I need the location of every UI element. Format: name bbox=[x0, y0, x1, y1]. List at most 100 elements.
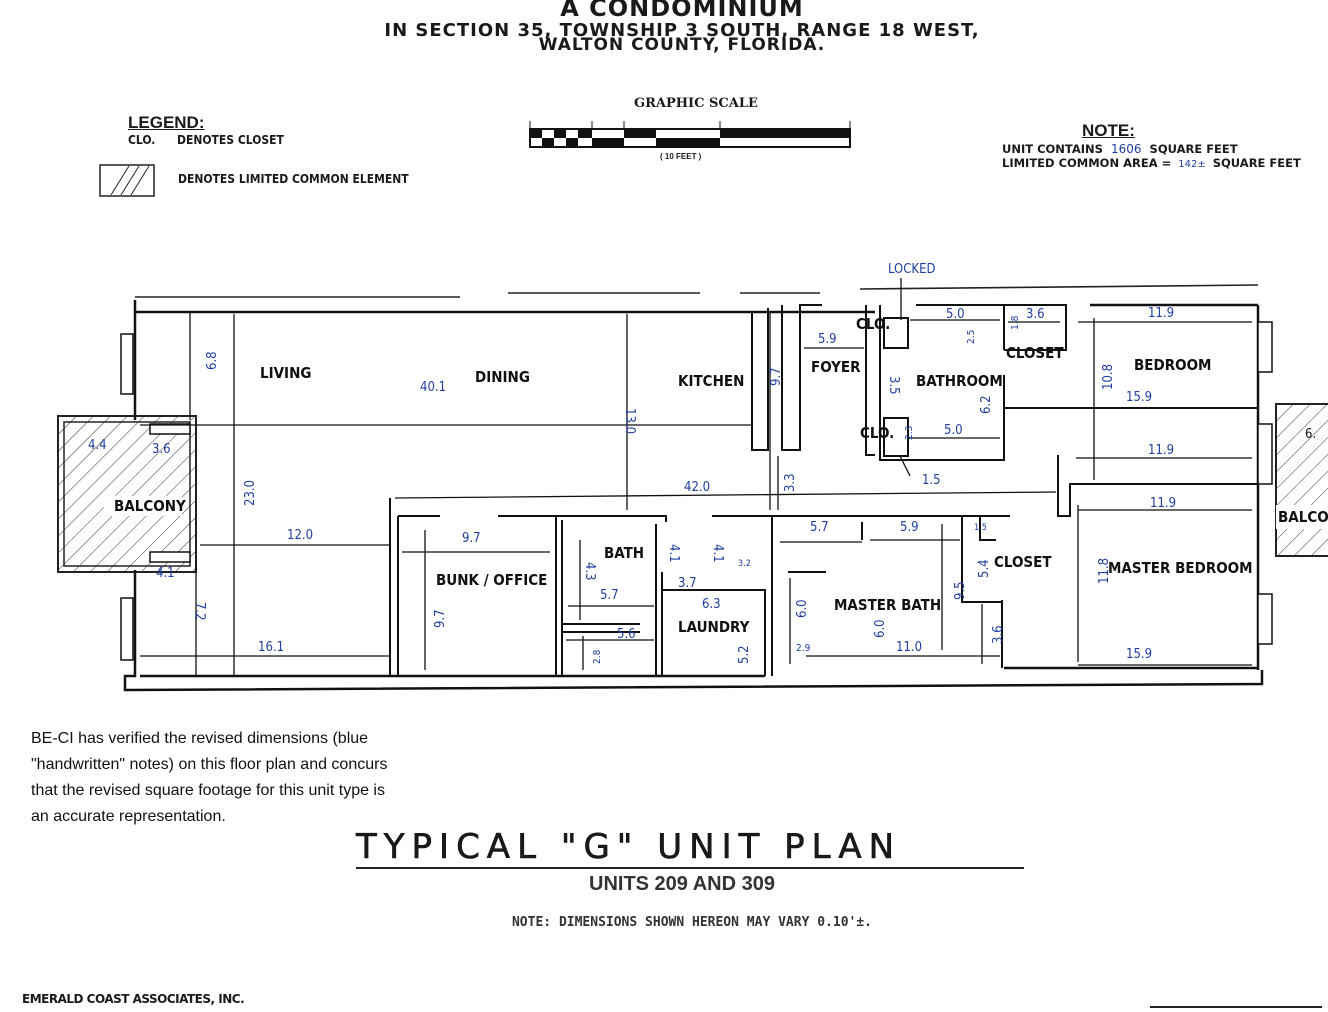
dim-1-5: 1.5 bbox=[922, 473, 941, 488]
scale-unit-label: ( 10 FEET ) bbox=[660, 152, 702, 161]
dim-15-9b: 15.9 bbox=[1126, 647, 1152, 662]
dim-10-8: 10.8 bbox=[1101, 364, 1116, 390]
dim-3-5: 3.5 bbox=[886, 376, 901, 395]
room-label-bedroom: BEDROOM bbox=[1134, 356, 1211, 374]
dim-5-9b: 5.9 bbox=[900, 520, 919, 535]
interior-walls bbox=[389, 304, 1258, 676]
room-label-balcony-right: BALCO bbox=[1278, 508, 1328, 526]
dim-6-right: 6. bbox=[1305, 427, 1316, 442]
dim-6-0b: 6.0 bbox=[873, 619, 888, 638]
dim-5-0b: 5.0 bbox=[944, 423, 963, 438]
dim-4-4: 4.4 bbox=[88, 438, 107, 453]
dim-3-3: 3.3 bbox=[783, 473, 798, 492]
dim-3-2: 3.2 bbox=[738, 559, 751, 569]
scale-title: GRAPHIC SCALE bbox=[634, 96, 758, 111]
dimension-lines bbox=[140, 278, 1252, 676]
balcony-left bbox=[57, 415, 197, 573]
dim-2-9: 2.9 bbox=[796, 643, 811, 654]
room-label-closet-top: CLOSET bbox=[1006, 344, 1064, 362]
dim-16-1: 16.1 bbox=[258, 640, 284, 655]
dim-1-8: 1.8 bbox=[1010, 315, 1021, 330]
dim-5-6: 5.6 bbox=[617, 627, 636, 642]
note-title: NOTE: bbox=[1082, 121, 1135, 140]
room-label-bathroom: BATHROOM bbox=[916, 372, 1003, 390]
locked-note: LOCKED bbox=[888, 262, 936, 277]
dim-9-5: 9.5 bbox=[953, 581, 968, 600]
dim-3-6b: 3.6 bbox=[152, 442, 171, 457]
dim-13-0: 13.0 bbox=[622, 408, 637, 434]
verification-note: BE-CI has verified the revised dimension… bbox=[31, 730, 388, 825]
dim-4-1b: 4.1 bbox=[666, 544, 681, 563]
note-lca-value: 142± bbox=[1178, 159, 1206, 170]
plan-title-underline bbox=[356, 867, 1024, 869]
dim-1-5b: 1.5 bbox=[974, 523, 987, 533]
footer-rule bbox=[1150, 1006, 1322, 1008]
dim-5-7a: 5.7 bbox=[600, 588, 619, 603]
dim-11-9b: 11.9 bbox=[1148, 443, 1174, 458]
dim-12-0: 12.0 bbox=[287, 528, 313, 543]
dim-11-8: 11.8 bbox=[1097, 558, 1112, 584]
dim-2-8: 2.8 bbox=[592, 649, 603, 664]
room-label-bunk-office: BUNK / OFFICE bbox=[436, 571, 547, 589]
dim-5-4: 5.4 bbox=[977, 559, 992, 578]
dim-3-7: 3.7 bbox=[678, 576, 697, 591]
header-title: A CONDOMINIUM bbox=[560, 0, 804, 22]
note-lca-prefix: LIMITED COMMON AREA = bbox=[1002, 156, 1172, 170]
dim-3-6c: 3.6 bbox=[991, 625, 1006, 644]
legend-closet-desc: DENOTES CLOSET bbox=[177, 133, 284, 147]
dim-4-1c: 4.1 bbox=[710, 544, 725, 563]
note-unit-prefix: UNIT CONTAINS bbox=[1002, 142, 1103, 156]
company-name: EMERALD COAST ASSOCIATES, INC. bbox=[22, 992, 245, 1006]
dim-11-9a: 11.9 bbox=[1148, 306, 1174, 321]
dim-5-2: 5.2 bbox=[737, 645, 752, 664]
plan-title: TYPICAL "G" UNIT PLAN bbox=[356, 827, 902, 868]
legend-hatch-swatch bbox=[99, 164, 155, 197]
room-label-balcony: BALCONY bbox=[114, 497, 186, 515]
roof-line bbox=[135, 284, 1259, 298]
dim-42-0: 42.0 bbox=[684, 480, 710, 495]
dim-11-9c: 11.9 bbox=[1150, 496, 1176, 511]
dim-6-3: 6.3 bbox=[702, 597, 721, 612]
room-label-kitchen: KITCHEN bbox=[678, 372, 744, 390]
dim-2-3: 2.3 bbox=[904, 426, 915, 440]
dim-11-0: 11.0 bbox=[896, 640, 922, 655]
legend-lce-desc: DENOTES LIMITED COMMON ELEMENT bbox=[178, 172, 409, 186]
windows bbox=[120, 321, 1273, 661]
floor-plan: LIVING DINING KITCHEN FOYER CLO. BATHROO… bbox=[57, 262, 1328, 692]
room-label-closet-mid: CLOSET bbox=[994, 553, 1052, 571]
note-unit-value: 1606 bbox=[1110, 142, 1142, 156]
graphic-scale-bar bbox=[528, 117, 853, 158]
note-lca-suffix: SQUARE FEET bbox=[1212, 156, 1301, 170]
dim-6-2: 6.2 bbox=[979, 395, 994, 414]
dim-6-8: 6.8 bbox=[205, 351, 220, 370]
dim-5-9a: 5.9 bbox=[818, 332, 837, 347]
note-unit-suffix: SQUARE FEET bbox=[1149, 142, 1238, 156]
dim-4-3: 4.3 bbox=[582, 562, 597, 581]
room-label-dining: DINING bbox=[475, 368, 530, 386]
dim-40-1: 40.1 bbox=[420, 380, 446, 395]
dim-4-1a: 4.1 bbox=[156, 566, 175, 581]
header-county-line: WALTON COUNTY, FLORIDA. bbox=[538, 35, 826, 55]
room-label-laundry: LAUNDRY bbox=[678, 618, 750, 636]
header-location-line: IN SECTION 35, TOWNSHIP 3 SOUTH, RANGE 1… bbox=[384, 20, 980, 41]
legend-title: LEGEND: bbox=[128, 113, 205, 132]
dim-5-0a: 5.0 bbox=[946, 307, 965, 322]
dim-5-7b: 5.7 bbox=[810, 520, 829, 535]
room-label-master-bedroom: MASTER BEDROOM bbox=[1108, 559, 1253, 577]
dim-6-0a: 6.0 bbox=[795, 599, 810, 618]
plan-units: UNITS 209 AND 309 bbox=[589, 873, 775, 895]
room-label-clo-mid: CLO. bbox=[860, 424, 894, 442]
room-label-living: LIVING bbox=[260, 364, 311, 382]
balcony-right bbox=[1275, 403, 1328, 557]
dim-2-5: 2.5 bbox=[966, 330, 977, 344]
note-unit-area: UNIT CONTAINS 1606 SQUARE FEET bbox=[1002, 142, 1238, 156]
legend-closet-abbr: CLO. bbox=[128, 133, 156, 147]
room-label-master-bath: MASTER BATH bbox=[834, 596, 941, 614]
dim-3-6a: 3.6 bbox=[1026, 307, 1045, 322]
dim-9-7c: 9.7 bbox=[433, 609, 448, 628]
note-lca-area: LIMITED COMMON AREA = 142± SQUARE FEET bbox=[1002, 156, 1301, 170]
dim-9-7a: 9.7 bbox=[769, 367, 784, 386]
dim-9-7b: 9.7 bbox=[462, 531, 481, 546]
dim-15-9a: 15.9 bbox=[1126, 390, 1152, 405]
room-label-foyer: FOYER bbox=[811, 358, 861, 376]
